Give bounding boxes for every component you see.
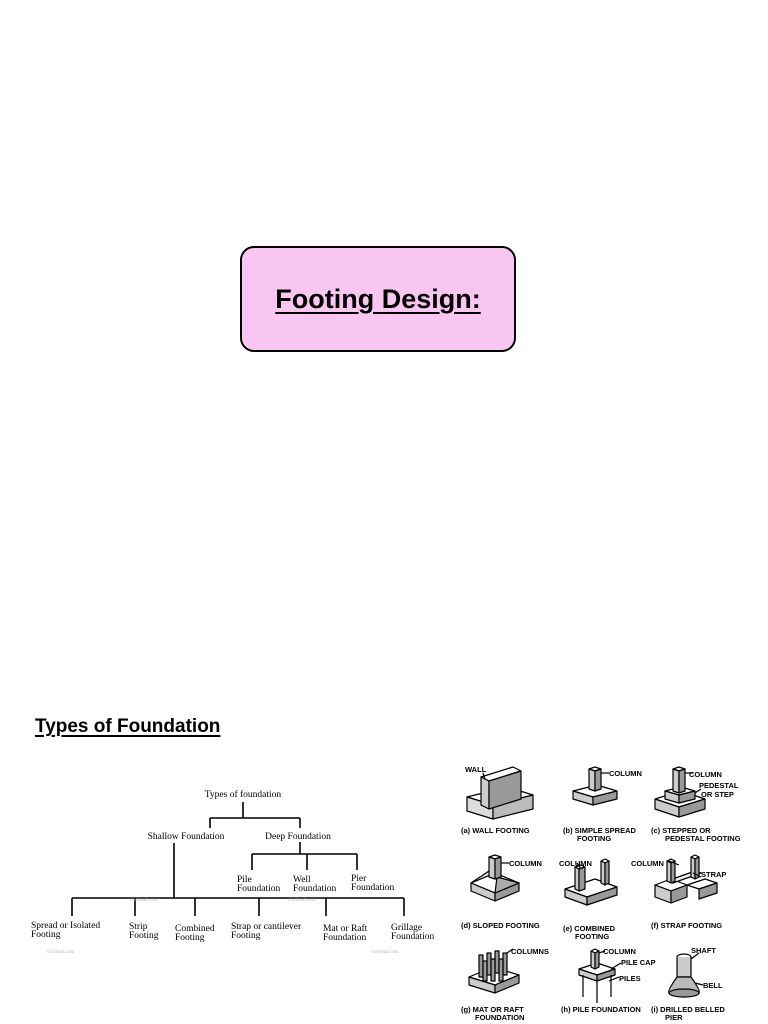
callout-e-0: COLUMN — [559, 859, 592, 868]
section-heading: Types of Foundation — [35, 716, 221, 737]
watermark: civilread.com — [371, 950, 398, 955]
diagram-stepped-footing: COLUMN PEDESTAL OR STEP (c) STEPPED OR P… — [651, 766, 741, 843]
watermark: civilread.com — [130, 898, 157, 903]
tree-leaf-pier-2: Foundation — [351, 883, 395, 893]
tree-leaf-pier-1: Pier — [351, 874, 367, 884]
callout-g-0: COLUMNS — [511, 947, 549, 956]
watermark: civilread.com — [47, 950, 74, 955]
callout-a-0: WALL — [465, 765, 487, 774]
tree-leaf-pile-1: Pile — [237, 875, 252, 885]
caption-b-1: FOOTING — [577, 834, 611, 843]
caption-c-0: (c) STEPPED OR — [651, 826, 711, 835]
tree-leaf-combined-1: Combined — [175, 924, 215, 934]
tree-leaf-spread-1: Spread or Isolated — [31, 921, 100, 931]
tree-leaf-pile-2: Foundation — [237, 884, 281, 894]
diagram-mat-foundation: COLUMNS (g) MAT OR RAFT FOUNDATION — [461, 947, 549, 1022]
slide-title: Footing Design: — [275, 283, 481, 314]
caption-b-0: (b) SIMPLE SPREAD — [563, 826, 637, 835]
callout-h-1: PILE CAP — [621, 958, 656, 967]
callout-d-0: COLUMN — [509, 859, 542, 868]
caption-i-0: (i) DRILLED BELLED — [651, 1005, 725, 1014]
callout-f-1: STRAP — [701, 870, 726, 879]
diagram-sloped-footing: COLUMN (d) SLOPED FOOTING — [461, 854, 542, 930]
tree-leaf-grillage-2: Foundation — [391, 932, 435, 942]
tree-leaf-strip-2: Footing — [129, 931, 159, 941]
caption-e-0: (e) COMBINED — [563, 924, 616, 933]
tree-leaf-grillage-1: Grillage — [391, 923, 422, 933]
callout-h-0: COLUMN — [603, 947, 636, 956]
callout-i-1: BELL — [703, 981, 723, 990]
callout-i-0: SHAFT — [691, 946, 716, 955]
tree-leaf-combined-2: Footing — [175, 933, 205, 943]
title-box: Footing Design: — [240, 246, 516, 352]
caption-f-0: (f) STRAP FOOTING — [651, 921, 722, 930]
caption-i-1: PIER — [665, 1013, 683, 1022]
tree-leaf-mat-1: Mat or Raft — [323, 923, 368, 934]
tree-leaf-spread-2: Footing — [31, 930, 61, 940]
foundation-tree: Types of foundation Shallow Foundation D… — [31, 789, 435, 955]
caption-e-1: FOOTING — [575, 932, 609, 941]
caption-a-0: (a) WALL FOOTING — [461, 826, 530, 835]
callout-h-2: PILES — [619, 974, 641, 983]
tree-root: Types of foundation — [205, 789, 282, 800]
diagram-strap-footing: COLUMN STRAP (f) STRAP FOOTING — [631, 854, 726, 930]
callout-b-0: COLUMN — [609, 769, 642, 778]
callout-c-2: OR STEP — [701, 790, 734, 799]
tree-leaf-well-1: Well — [293, 875, 311, 885]
tree-deep: Deep Foundation — [265, 832, 331, 842]
diagram-wall-footing: WALL (a) WALL FOOTING — [461, 765, 534, 835]
footing-diagrams: WALL (a) WALL FOOTING COLUMN (b) SIMPLE … — [461, 765, 741, 1022]
tree-leaf-well-2: Foundation — [293, 884, 337, 894]
diagram-pile-foundation: COLUMN PILE CAP PILES (h) PILE FOUNDATIO… — [561, 947, 656, 1014]
tree-leaf-mat-2: Foundation — [323, 933, 367, 943]
diagram-belled-pier: SHAFT BELL (i) DRILLED BELLED PIER — [651, 946, 725, 1022]
caption-g-1: FOUNDATION — [475, 1013, 524, 1022]
callout-f-0: COLUMN — [631, 859, 664, 868]
tree-leaf-strap-2: Footing — [231, 931, 261, 941]
caption-d-0: (d) SLOPED FOOTING — [461, 921, 540, 930]
caption-h-0: (h) PILE FOUNDATION — [561, 1005, 641, 1014]
callout-c-1: PEDESTAL — [699, 781, 739, 790]
tree-shallow: Shallow Foundation — [148, 832, 225, 842]
tree-leaf-strap-1: Strap or cantilever — [231, 922, 302, 932]
caption-c-1: PEDESTAL FOOTING — [665, 834, 741, 843]
callout-c-0: COLUMN — [689, 770, 722, 779]
caption-g-0: (g) MAT OR RAFT — [461, 1005, 524, 1014]
tree-connectors — [71, 802, 405, 916]
watermark: civilread.com — [288, 898, 315, 903]
diagram-simple-spread: COLUMN (b) SIMPLE SPREAD FOOTING — [563, 766, 642, 843]
diagram-combined-footing: COLUMN (e) COMBINED FOOTING — [559, 858, 618, 941]
tree-leaf-strip-1: Strip — [129, 922, 148, 932]
